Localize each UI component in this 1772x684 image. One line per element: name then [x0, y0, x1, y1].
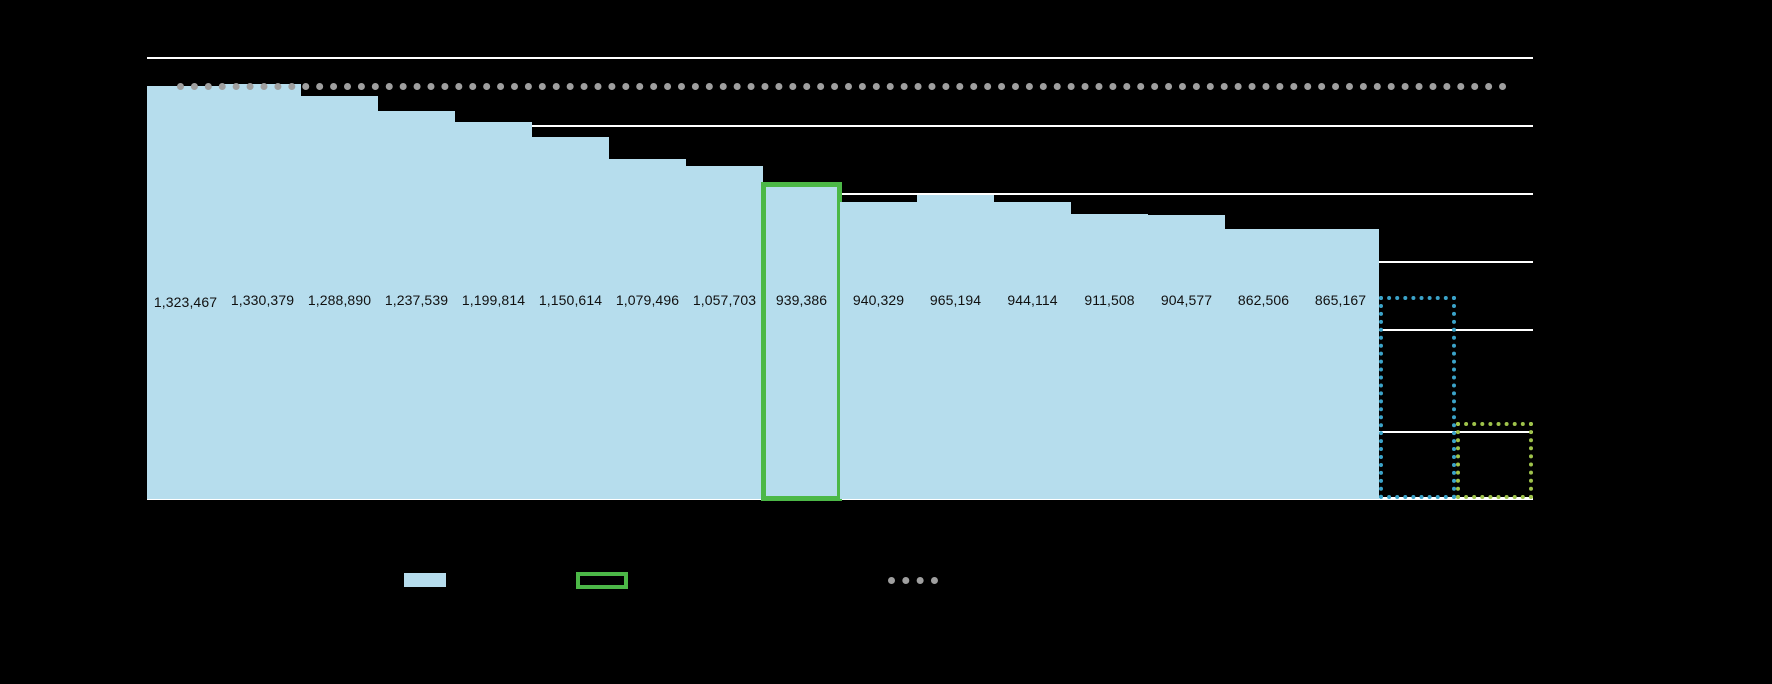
bar[interactable]: 1,199,814 — [455, 122, 532, 499]
bar-slot[interactable]: 862,506 — [1225, 57, 1302, 499]
bar[interactable]: 1,079,496 — [609, 159, 686, 499]
bar-slot[interactable]: 911,508 — [1071, 57, 1148, 499]
benchmark-trend-line — [177, 83, 1507, 90]
bar[interactable]: 904,577 — [1148, 215, 1225, 499]
bar-slot[interactable]: 865,167 — [1302, 57, 1379, 499]
bar-slot[interactable]: 1,288,890 — [301, 57, 378, 499]
bar[interactable]: 965,194 — [917, 195, 994, 499]
bar[interactable]: 1,330,379 — [224, 84, 301, 499]
gridline — [147, 57, 1533, 59]
bar-value-label: 1,199,814 — [461, 292, 526, 308]
bar-value-label: 904,577 — [1160, 292, 1213, 308]
bar-slot[interactable]: 904,577 — [1148, 57, 1225, 499]
bar[interactable]: 862,506 — [1225, 229, 1302, 499]
bar-slot[interactable]: 1,199,814 — [455, 57, 532, 499]
bar-slot[interactable]: 1,330,379 — [224, 57, 301, 499]
bar-value-label: 940,329 — [852, 292, 905, 308]
bar[interactable]: 940,329 — [840, 202, 917, 499]
bar-value-label: 1,288,890 — [307, 292, 372, 308]
bar[interactable]: 911,508 — [1071, 214, 1148, 499]
legend-swatch-dotted-line-icon — [888, 576, 938, 584]
bar[interactable]: 1,237,539 — [378, 111, 455, 499]
bar[interactable]: 1,150,614 — [532, 137, 609, 499]
bar-slot[interactable]: 1,057,703 — [686, 57, 763, 499]
bar-value-label: 965,194 — [929, 292, 982, 308]
bar-slot[interactable]: 965,194 — [917, 57, 994, 499]
legend-item-highlight[interactable] — [576, 560, 638, 600]
legend-swatch-fill-icon — [404, 573, 446, 587]
bar-slot-placeholder[interactable] — [1379, 57, 1456, 499]
bar-value-label: 911,508 — [1084, 292, 1135, 308]
bar-value-label: 1,057,703 — [692, 292, 757, 308]
legend-item-bars[interactable] — [404, 560, 456, 600]
legend-item-trendline[interactable] — [888, 560, 948, 600]
bar-slot[interactable]: 1,150,614 — [532, 57, 609, 499]
bar-value-label: 1,330,379 — [230, 292, 295, 308]
bar-slot[interactable]: 940,329 — [840, 57, 917, 499]
plot-area: 1,323,467 1,330,379 1,288,890 1,237,539 — [147, 57, 1533, 501]
bar-highlighted[interactable]: 939,386 — [761, 182, 842, 501]
bar-value-label: 1,323,467 — [153, 294, 218, 310]
bar[interactable]: 865,167 — [1302, 229, 1379, 499]
bar-value-label: 1,150,614 — [538, 292, 603, 308]
bar-slot[interactable]: 1,079,496 — [609, 57, 686, 499]
bar[interactable]: 944,114 — [994, 202, 1071, 499]
bar[interactable]: 1,057,703 — [686, 166, 763, 499]
gridline — [147, 193, 1533, 195]
bar-value-label: 862,506 — [1237, 292, 1290, 308]
chart-legend — [0, 560, 1772, 600]
placeholder-bar-blue[interactable] — [1379, 296, 1456, 499]
bar-slot[interactable]: 1,237,539 — [378, 57, 455, 499]
bar-series: 1,323,467 1,330,379 1,288,890 1,237,539 — [147, 57, 1533, 501]
gridline — [147, 125, 1533, 127]
bar-value-label: 944,114 — [1007, 292, 1058, 308]
bar-value-label: 939,386 — [775, 292, 828, 308]
bar-slot[interactable]: 944,114 — [994, 57, 1071, 499]
placeholder-bar-olive[interactable] — [1456, 422, 1533, 499]
bar-value-label: 1,079,496 — [615, 292, 680, 308]
bar-slot-placeholder[interactable] — [1456, 57, 1533, 499]
bar[interactable]: 1,288,890 — [301, 96, 378, 499]
bar-value-label: 865,167 — [1314, 292, 1367, 308]
bar[interactable]: 1,323,467 — [147, 86, 224, 499]
legend-swatch-outline-icon — [576, 571, 628, 589]
bar-slot-highlighted[interactable]: 939,386 — [761, 57, 842, 501]
bar-slot[interactable]: 1,323,467 — [147, 57, 224, 499]
bar-value-label: 1,237,539 — [384, 292, 449, 308]
